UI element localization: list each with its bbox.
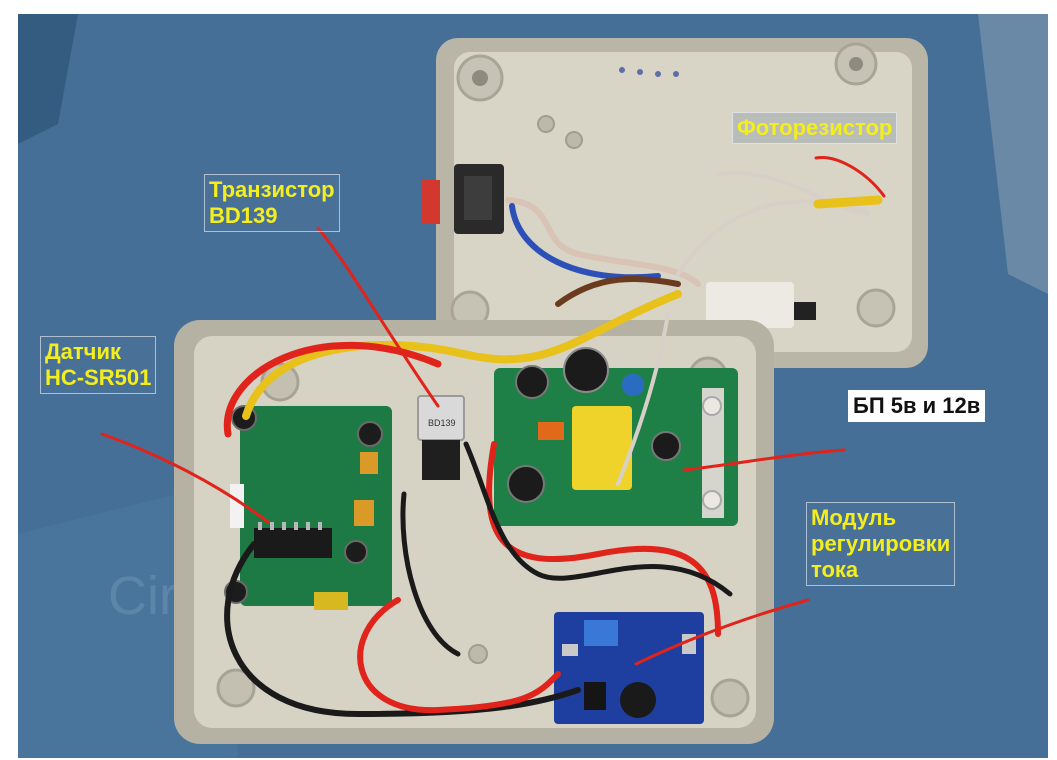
psu-pointer <box>682 448 846 472</box>
sensor-pcb <box>224 405 392 610</box>
label-transistor: Транзистор BD139 <box>204 174 340 232</box>
label-transistor-line1: Транзистор <box>209 177 335 202</box>
enclosure-lid <box>422 38 928 368</box>
label-sensor-line2: HC-SR501 <box>45 365 152 390</box>
label-photoresistor-text: Фоторезистор <box>737 115 893 140</box>
transistor-pointer <box>316 226 440 408</box>
label-transistor-line2: BD139 <box>209 203 278 228</box>
photo-illustration: Circ <box>18 14 1048 758</box>
wires <box>223 170 883 718</box>
label-current-module-line3: тока <box>811 557 859 582</box>
label-sensor-line1: Датчик <box>45 339 121 364</box>
module-pointer <box>634 598 810 666</box>
label-current-module: Модуль регулировки тока <box>806 502 956 586</box>
label-current-module-line1: Модуль <box>811 505 897 530</box>
label-photoresistor: Фоторезистор <box>732 112 898 144</box>
label-psu-text: БП 5в и 12в <box>853 393 981 418</box>
corner-shadow <box>18 14 78 144</box>
label-sensor: Датчик HC-SR501 <box>40 336 157 394</box>
sensor-pointer <box>100 432 270 524</box>
transistor-component: BD139 <box>417 395 465 480</box>
cable-corner <box>978 14 1048 294</box>
label-psu: БП 5в и 12в <box>848 390 986 422</box>
label-current-module-line2: регулировки <box>811 531 951 556</box>
circuit-photo: Circ <box>18 14 1048 758</box>
current-module <box>554 612 704 724</box>
psu-pcb <box>494 347 738 526</box>
annotation-strokes <box>100 156 886 666</box>
transistor-print: BD139 <box>428 418 456 428</box>
photoresistor-pointer <box>814 156 886 198</box>
